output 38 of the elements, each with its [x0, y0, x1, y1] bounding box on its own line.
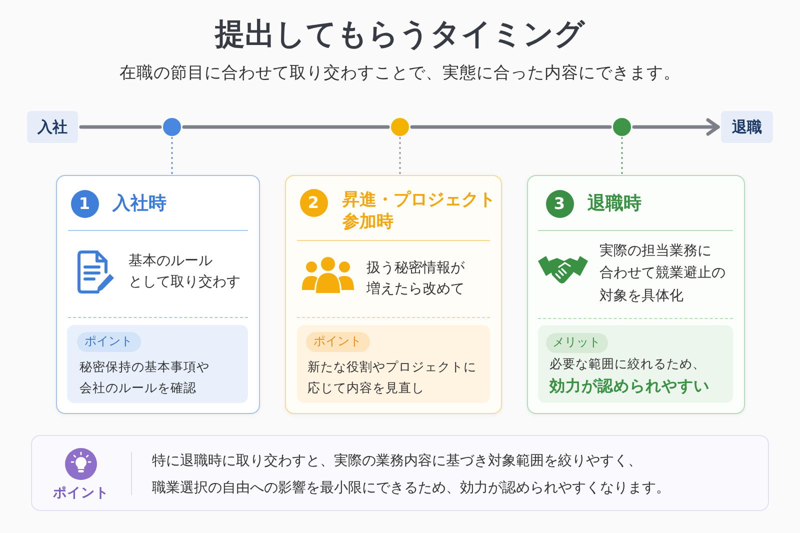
stage-card [56, 175, 260, 414]
timeline-dot [613, 118, 631, 136]
card-heading: 昇進・プロジェクト参加時 [342, 188, 496, 232]
title: 提出してもらうタイミング [214, 16, 586, 54]
summary-heading: ポイント [52, 484, 110, 503]
timeline-line [79, 125, 162, 129]
subtitle: 在職の節目に合わせて取り交わすことで、実態に合った内容にできます。 [118, 62, 682, 84]
timeline-dot [163, 118, 181, 136]
timeline-label: 入社 [27, 111, 78, 143]
point-text: 新たな役割やプロジェクトに応じて内容を見直し [308, 358, 476, 396]
dotted-line [399, 137, 401, 174]
point-tag: ポイント [76, 332, 140, 352]
point-box [538, 324, 732, 402]
card-text: 基本のルールとして取り交わす [128, 252, 240, 292]
point-box [296, 324, 490, 402]
dotted-line [621, 137, 623, 174]
stage-card [285, 175, 502, 414]
summary-box [31, 435, 769, 511]
card-text: 扱う秘密情報が増えたら改めて [366, 258, 464, 299]
card-heading: 退職時 [588, 192, 642, 216]
summary-text: 特に退職時に取り交わすと、実際の業務内容に基づき対象範囲を絞りやすく、職業選択の自由への影響を最小限にできるため、効力が認められやすくなります。 [152, 452, 670, 498]
point-text: 秘密保持の基本事項や会社のルールを確認 [80, 358, 210, 396]
timeline-line [182, 125, 390, 129]
number-badge: 3 [546, 190, 574, 218]
arrow [632, 118, 720, 136]
point-tag: ポイント [306, 332, 370, 352]
stage-card [527, 175, 745, 414]
timeline-label: 退職 [721, 111, 773, 143]
number-badge: 2 [300, 188, 328, 216]
number-badge: 1 [70, 190, 98, 218]
card-text: 実際の担当業務に合わせて競業避止の対象を具体化 [600, 242, 726, 306]
dotted-line [171, 137, 173, 174]
card-heading: 入社時 [112, 192, 166, 216]
point-text: 必要な範囲に絞れるため、効力が認められやすい [550, 354, 710, 396]
point-tag: メリット [546, 332, 608, 352]
timeline-line [410, 125, 612, 129]
timeline-dot [391, 118, 409, 136]
point-box [66, 324, 248, 402]
